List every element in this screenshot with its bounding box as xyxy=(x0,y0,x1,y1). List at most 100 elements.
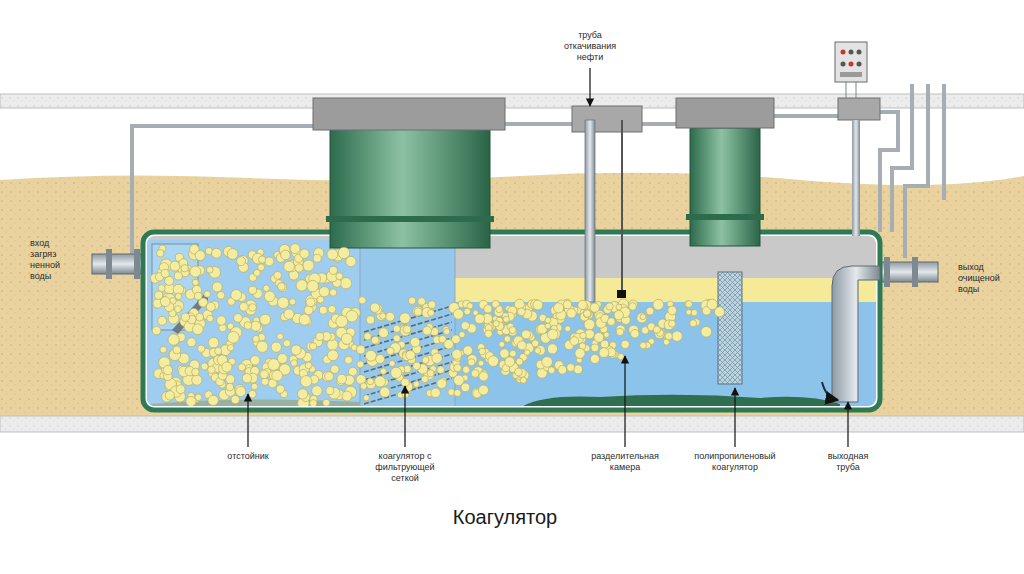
droplet xyxy=(485,330,493,338)
droplet xyxy=(357,361,364,368)
droplet xyxy=(522,330,531,339)
droplet xyxy=(325,372,334,381)
droplet xyxy=(504,336,511,343)
droplet xyxy=(263,285,270,292)
droplet xyxy=(503,316,509,322)
droplet xyxy=(640,314,646,320)
droplet xyxy=(239,303,248,312)
droplet xyxy=(583,310,590,317)
droplet xyxy=(208,337,219,348)
droplet xyxy=(260,370,269,379)
droplet xyxy=(399,313,410,324)
droplet xyxy=(590,354,599,363)
droplet xyxy=(463,346,472,355)
droplet xyxy=(356,345,365,354)
droplet xyxy=(319,306,327,314)
droplet xyxy=(437,366,445,374)
bottom-slab xyxy=(0,416,1024,432)
droplet xyxy=(428,310,435,317)
droplet xyxy=(291,345,301,355)
droplet xyxy=(614,310,623,319)
droplet xyxy=(253,335,260,342)
droplet xyxy=(618,353,624,359)
droplet xyxy=(284,309,294,319)
droplet xyxy=(312,386,322,396)
droplet xyxy=(227,344,234,351)
droplet xyxy=(327,350,338,361)
droplet xyxy=(646,307,654,315)
droplet xyxy=(251,383,258,390)
droplet xyxy=(306,298,315,307)
outlet-pipe xyxy=(876,257,938,287)
droplet xyxy=(345,356,353,364)
droplet xyxy=(192,375,202,385)
droplet xyxy=(533,300,543,310)
droplet xyxy=(453,309,463,319)
droplet xyxy=(408,297,415,304)
droplet xyxy=(452,349,462,359)
droplet xyxy=(691,309,697,315)
droplet xyxy=(484,305,492,313)
droplet xyxy=(668,306,677,315)
droplet xyxy=(206,266,213,273)
droplet xyxy=(685,301,692,308)
droplet xyxy=(278,283,286,291)
leader-lines xyxy=(248,68,848,447)
droplet xyxy=(583,310,591,318)
droplet xyxy=(421,376,428,383)
droplet xyxy=(558,365,567,374)
droplet xyxy=(291,360,298,367)
droplet xyxy=(319,287,329,297)
droplet xyxy=(479,348,486,355)
droplet xyxy=(590,303,599,312)
droplet xyxy=(567,309,576,318)
droplet xyxy=(371,336,379,344)
droplet xyxy=(380,368,386,374)
inlet-pipe xyxy=(92,249,148,279)
droplet xyxy=(631,329,640,338)
droplet xyxy=(152,326,160,334)
droplet xyxy=(208,395,218,405)
droplet xyxy=(461,322,469,330)
droplet xyxy=(212,248,222,258)
droplet xyxy=(316,333,324,341)
droplet xyxy=(437,379,447,389)
droplet xyxy=(542,357,553,368)
droplet xyxy=(313,254,321,262)
droplet xyxy=(231,290,242,301)
droplet xyxy=(289,299,295,305)
droplet xyxy=(323,399,330,406)
droplet xyxy=(637,313,647,323)
droplet xyxy=(402,391,409,398)
droplet xyxy=(594,333,604,343)
part-label: разделительная камера xyxy=(585,451,665,473)
droplet xyxy=(231,395,239,403)
droplet xyxy=(310,400,317,406)
droplet xyxy=(493,321,499,327)
droplet xyxy=(364,333,372,341)
droplet xyxy=(547,329,558,340)
droplet xyxy=(468,359,475,366)
droplet xyxy=(363,395,369,401)
droplet xyxy=(222,362,232,372)
droplet xyxy=(338,247,350,259)
droplet xyxy=(195,394,202,401)
droplet xyxy=(365,350,376,361)
droplet xyxy=(192,368,200,376)
droplet xyxy=(326,387,334,395)
droplet xyxy=(452,335,461,344)
droplet xyxy=(300,376,312,388)
droplet xyxy=(707,299,717,309)
droplet xyxy=(563,300,571,308)
droplet xyxy=(271,342,281,352)
droplet xyxy=(217,316,226,325)
outlet-well xyxy=(838,98,880,236)
droplet xyxy=(278,282,287,291)
droplet xyxy=(242,374,251,383)
droplet xyxy=(621,340,629,348)
tank-shell xyxy=(143,232,880,410)
droplet xyxy=(616,328,623,335)
droplet xyxy=(653,326,660,333)
droplet xyxy=(208,366,216,374)
droplet xyxy=(391,367,402,378)
